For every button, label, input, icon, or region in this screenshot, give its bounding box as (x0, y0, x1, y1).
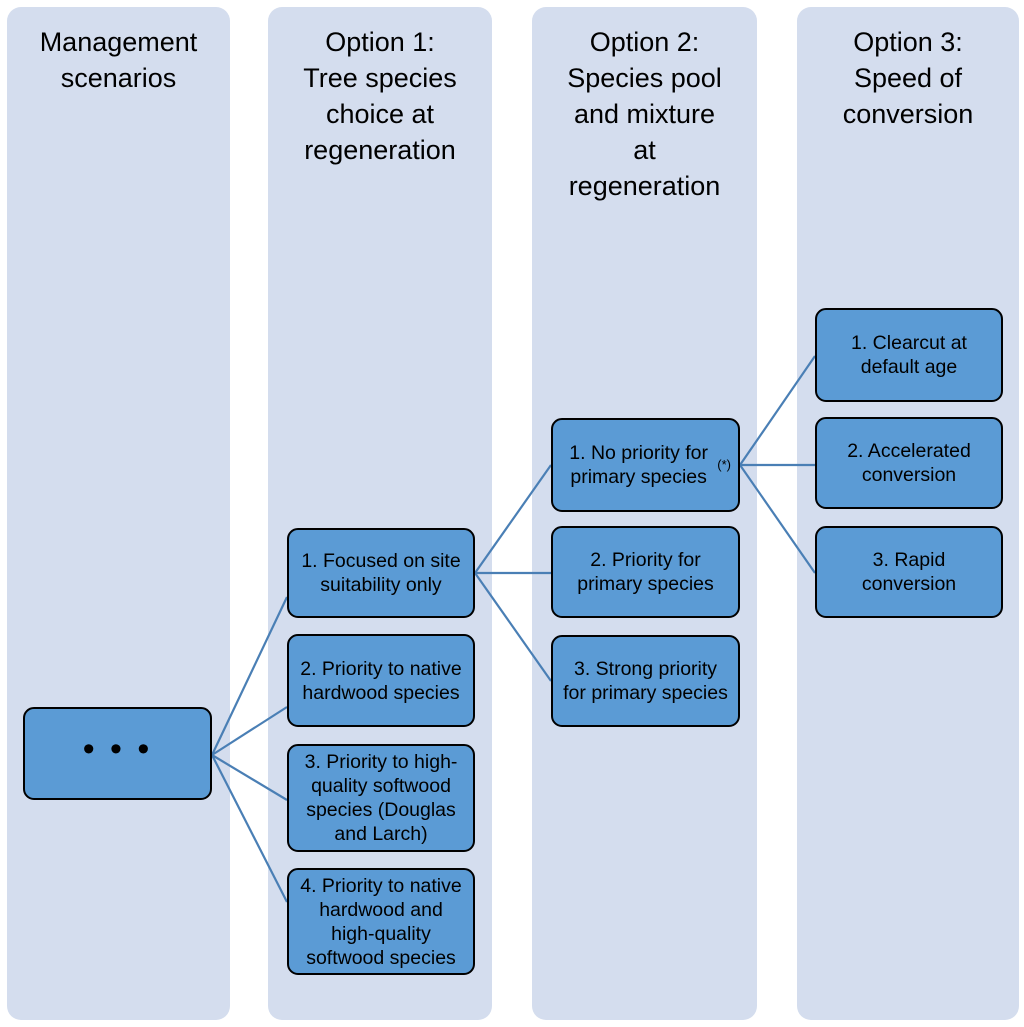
option2-node-1-label: 1. No priority for primary species (569, 442, 708, 488)
option2-node-3[interactable]: 3. Strong priority for primary species (551, 635, 740, 727)
option3-node-1[interactable]: 1. Clearcut at default age (815, 308, 1003, 402)
option2-node-1[interactable]: 1. No priority for primary species (*) (551, 418, 740, 512)
root-node-ellipsis[interactable]: • • • (23, 707, 212, 800)
option3-node-3[interactable]: 3. Rapid conversion (815, 526, 1003, 618)
option2-node-2[interactable]: 2. Priority for primary species (551, 526, 740, 618)
column-title-option-3: Option 3: Speed of conversion (842, 27, 974, 129)
option1-node-2[interactable]: 2. Priority to native hardwood species (287, 634, 475, 727)
column-band-option-3 (797, 7, 1019, 1020)
column-title-option-2: Option 2: Species pool and mixture at re… (567, 27, 722, 201)
link-opt2-1-to-opt3-3 (739, 464, 816, 574)
link-root-to-opt1-4 (211, 754, 288, 903)
link-opt2-1-to-opt3-1 (739, 355, 816, 466)
option1-node-1[interactable]: 1. Focused on site suitability only (287, 528, 475, 618)
link-root-to-opt1-1 (211, 596, 288, 756)
column-title-management-scenarios: Management scenarios (39, 27, 198, 93)
link-root-to-opt1-2 (211, 706, 288, 756)
link-opt1-1-to-opt2-3 (474, 572, 552, 682)
column-band-management-scenarios (7, 7, 230, 1020)
link-opt1-1-to-opt2-1 (474, 464, 552, 574)
option1-node-3[interactable]: 3. Priority to high-quality softwood spe… (287, 744, 475, 852)
link-root-to-opt1-3 (211, 754, 288, 801)
option1-node-4[interactable]: 4. Priority to native hardwood and high-… (287, 868, 475, 975)
column-title-option-1: Option 1: Tree species choice at regener… (303, 27, 457, 165)
column-band-option-2 (532, 7, 757, 1020)
option2-node-1-superscript: (*) (717, 457, 731, 472)
option3-node-2[interactable]: 2. Accelerated conversion (815, 417, 1003, 509)
